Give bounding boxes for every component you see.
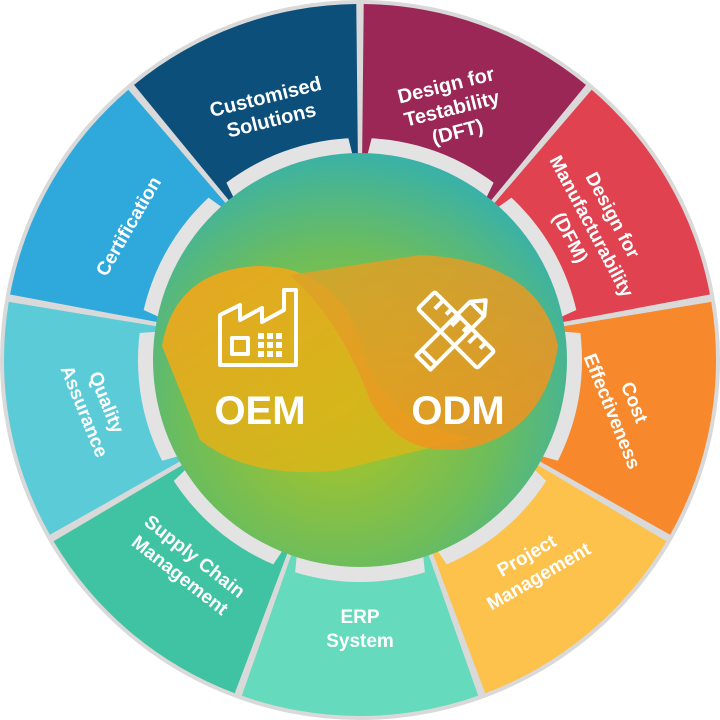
ruler-pencil-icon [414, 290, 496, 372]
oem-label: OEM [214, 389, 305, 433]
center-circle [153, 153, 567, 567]
segment-4 [241, 535, 479, 716]
odm-label: ODM [411, 389, 504, 433]
factory-icon [218, 288, 298, 367]
